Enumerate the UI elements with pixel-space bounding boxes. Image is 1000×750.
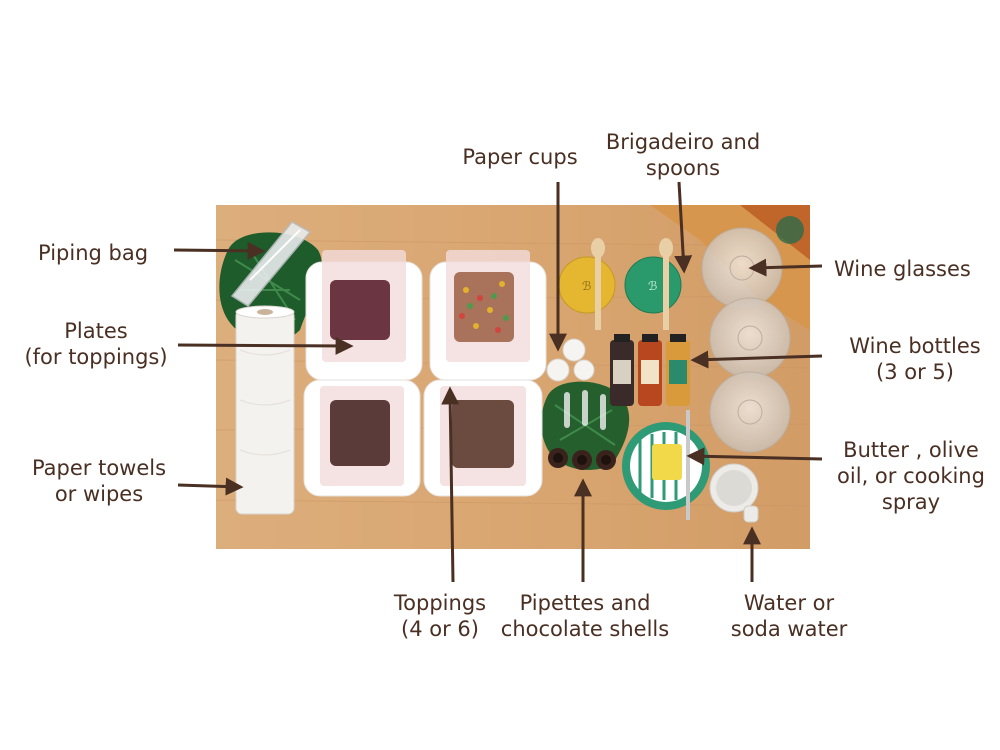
label-plates-line1: Plates [64, 319, 128, 343]
plate-bottom-left [303, 379, 421, 497]
pipettes [564, 390, 606, 430]
label-paper-cups-text: Paper cups [462, 145, 578, 169]
label-wine-bottles: Wine bottles (3 or 5) [836, 333, 994, 385]
label-wine-glasses-text: Wine glasses [834, 257, 971, 281]
label-paper-towels-line2: or wipes [54, 482, 144, 506]
piping-bag [230, 221, 312, 307]
label-butter-line1: Butter , olive [843, 438, 979, 462]
plate-bottom-right [423, 379, 543, 497]
label-toppings-line1: Toppings [393, 591, 487, 615]
brigadeiro-yellow-tin: ℬ [558, 256, 616, 314]
wooden-spoons [591, 238, 673, 330]
label-paper-towels: Paper towels or wipes [24, 455, 174, 507]
brigadeiro-green-tin: ℬ [624, 256, 682, 314]
label-piping-bag: Piping bag [38, 240, 148, 266]
plate-top-right [429, 250, 547, 381]
svg-text:ℬ: ℬ [582, 279, 591, 293]
butter-plate [622, 410, 710, 520]
paper-towel-roll [235, 305, 295, 515]
label-toppings-line2: (4 or 6) [401, 617, 479, 641]
label-brigadeiro: Brigadeiro and spoons [596, 129, 770, 181]
label-wine-bottles-line1: Wine bottles [849, 334, 981, 358]
label-brigadeiro-line1: Brigadeiro and [605, 130, 761, 154]
chocolate-shells [548, 448, 616, 470]
wine-bottles [610, 334, 690, 406]
label-pipettes-line2: chocolate shells [500, 617, 670, 641]
wine-glasses [701, 227, 791, 453]
label-water-line1: Water or [743, 591, 835, 615]
svg-text:ℬ: ℬ [648, 279, 657, 293]
label-plates: Plates (for toppings) [18, 318, 174, 370]
label-paper-towels-line1: Paper towels [31, 456, 167, 480]
label-butter-line2: oil, or cooking [837, 464, 985, 488]
label-butter: Butter , olive oil, or cooking spray [826, 437, 996, 515]
paper-cups [546, 338, 595, 382]
label-wine-bottles-line2: (3 or 5) [876, 360, 954, 384]
label-pipettes: Pipettes and chocolate shells [492, 590, 678, 642]
label-paper-cups: Paper cups [450, 144, 590, 170]
label-brigadeiro-line2: spoons [645, 156, 721, 180]
label-toppings: Toppings (4 or 6) [380, 590, 500, 642]
water-mug [709, 463, 759, 523]
label-pipettes-line1: Pipettes and [519, 591, 651, 615]
label-plates-line2: (for toppings) [24, 345, 168, 369]
label-piping-bag-text: Piping bag [38, 241, 149, 265]
plate-top-left [305, 250, 423, 381]
label-wine-glasses: Wine glasses [834, 256, 971, 282]
label-water: Water or soda water [716, 590, 862, 642]
label-water-line2: soda water [730, 617, 848, 641]
label-butter-line3: spray [881, 490, 941, 514]
